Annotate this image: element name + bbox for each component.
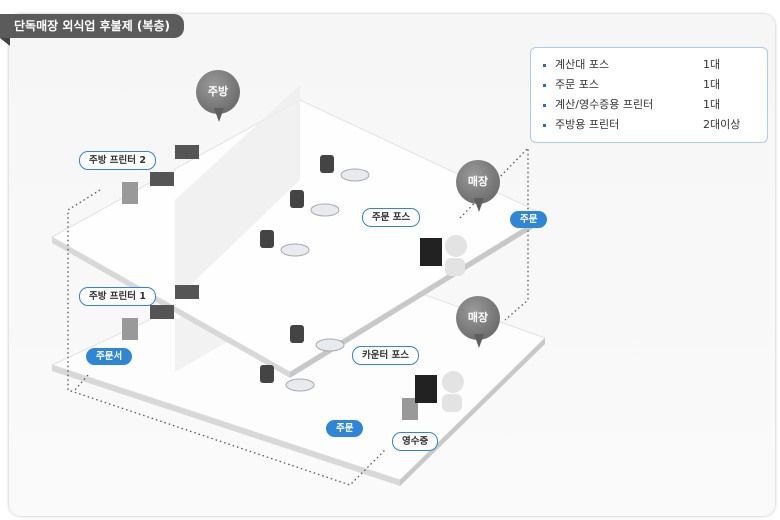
tables [260,155,334,383]
legend-item-qty: 1대 [703,78,721,91]
legend-item: 계산/영수증용 프린터 1대 [531,96,767,114]
kitchen-pin: 주방 [196,70,240,122]
equipment-legend: 계산대 포스 1대 주문 포스 1대 계산/영수증용 프린터 1대 주방용 프린터 2대… [530,47,768,143]
store-pin-upper: 매장 [456,160,500,212]
legend-item: 계산대 포스 1대 [531,56,767,74]
kitchen-printer-1-label: 주방 프린터 1 [79,287,156,306]
counter-pos-label: 카운터 포스 [352,346,420,365]
bullet-icon [543,63,546,67]
page-title: 단독매장 외식업 후불제 (복층) [0,14,184,46]
bullet-icon [543,123,546,127]
upper-kitchen-wall [175,85,300,300]
order-slip-badge: 주문서 [86,348,133,365]
legend-item-qty: 1대 [703,58,721,71]
legend-item: 주문 포스 1대 [531,76,767,94]
kitchen-printer-2-label: 주방 프린터 2 [79,151,156,170]
legend-item-label: 주방용 프린터 [555,118,620,131]
order-pos-label: 주문 포스 [362,208,421,227]
order-badge-lower: 주문 [326,420,364,437]
legend-item-qty: 2대이상 [703,118,741,131]
bullet-icon [543,83,546,87]
store-pin-lower: 매장 [456,296,500,348]
legend-item-label: 주문 포스 [555,78,599,91]
legend-item-qty: 1대 [703,98,721,111]
pos-terminals [415,238,442,403]
order-flow-path [67,146,529,486]
legend-item-label: 계산/영수증용 프린터 [555,98,654,111]
order-badge-upper: 주문 [510,211,548,228]
legend-item: 주방용 프린터 2대이상 [531,116,767,134]
legend-item-label: 계산대 포스 [555,58,610,71]
receipt-label: 영수증 [392,432,439,451]
bullet-icon [543,103,546,107]
